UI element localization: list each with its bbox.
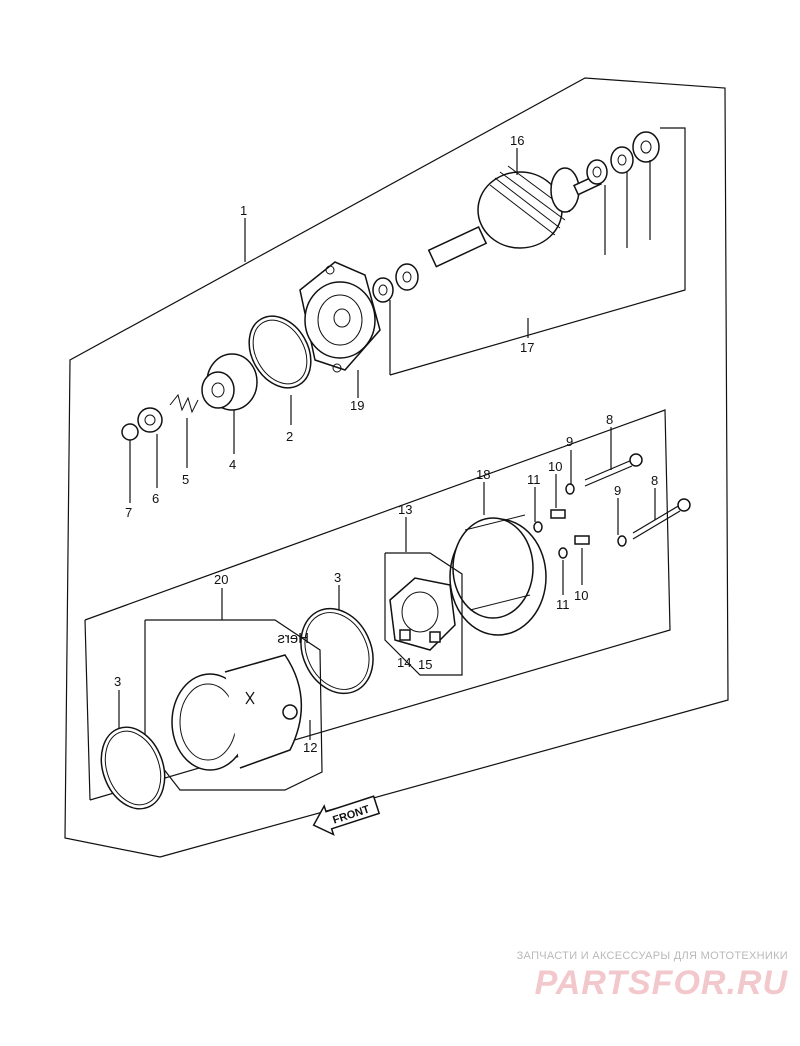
callout-17: 17 (520, 340, 534, 355)
callout-3-middle: 3 (334, 570, 341, 585)
leader-lines (118, 148, 656, 740)
watermark-logo: PARTSFOR.RU (534, 964, 788, 1002)
callout-20: 20 (214, 572, 228, 587)
spring (169, 393, 199, 414)
washers-top (372, 131, 660, 303)
mirrored-stamp-text: Hers (277, 630, 309, 647)
yoke (144, 619, 323, 791)
callout-11-bottom: 11 (556, 597, 570, 612)
pinion-clutch (201, 353, 258, 411)
bracket-17 (389, 127, 686, 376)
callout-19: 19 (350, 398, 364, 413)
o-ring-3-left (100, 726, 166, 810)
callout-2: 2 (286, 429, 293, 444)
circlip (121, 423, 139, 441)
assembly-frame (64, 77, 729, 858)
front-arrow: FRONT (312, 795, 381, 836)
watermark: ЗАПЧАСТИ И АКСЕССУАРЫ ДЛЯ МОТОТЕХНИКИ PA… (488, 950, 788, 1003)
callout-13: 13 (398, 502, 412, 517)
callout-3-left: 3 (114, 674, 121, 689)
callout-6: 6 (152, 491, 159, 506)
callout-15: 15 (418, 657, 432, 672)
collar (137, 407, 163, 433)
callout-12: 12 (303, 740, 317, 755)
callout-5: 5 (182, 472, 189, 487)
o-ring-2 (248, 315, 312, 389)
callout-8-right: 8 (651, 473, 658, 488)
callout-18: 18 (476, 467, 490, 482)
front-cover (299, 261, 381, 373)
callout-9-top: 9 (566, 434, 573, 449)
callout-11-top: 11 (527, 472, 541, 487)
brush-holder (384, 552, 463, 676)
callout-14: 14 (397, 655, 411, 670)
callout-9-right: 9 (614, 483, 621, 498)
watermark-tagline: ЗАПЧАСТИ И АКСЕССУАРЫ ДЛЯ МОТОТЕХНИКИ (516, 950, 788, 962)
callout-10-bottom: 10 (574, 588, 588, 603)
callout-numbers: 1 2 3 3 4 5 6 7 8 8 9 9 10 10 11 11 12 1… (114, 133, 658, 755)
callout-1: 1 (240, 203, 247, 218)
callout-4: 4 (229, 457, 236, 472)
callout-7: 7 (125, 505, 132, 520)
armature (427, 165, 602, 268)
rear-cover (449, 514, 547, 636)
callout-8-top: 8 (606, 412, 613, 427)
callout-10-top: 10 (548, 459, 562, 474)
through-bolts (584, 453, 691, 540)
o-ring-3-middle (300, 607, 374, 695)
small-hardware (533, 483, 627, 559)
callout-16: 16 (510, 133, 524, 148)
